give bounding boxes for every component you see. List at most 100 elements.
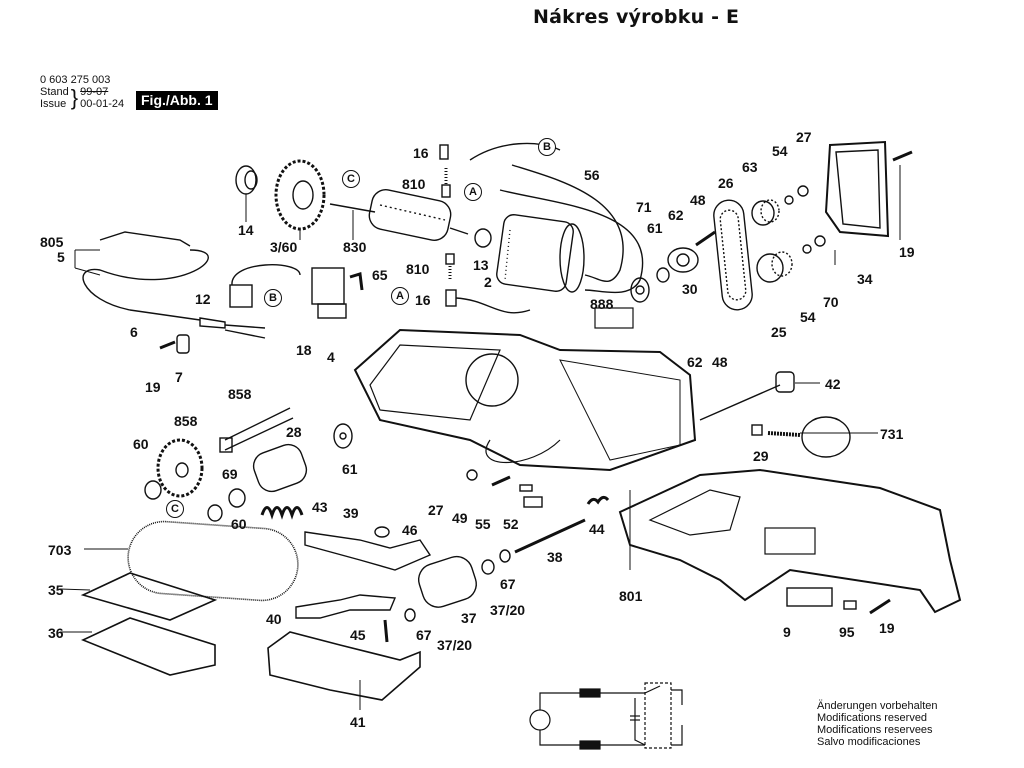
callout-70: 70 (823, 294, 839, 310)
bevel-gear-858 (156, 438, 204, 498)
callout-16b: 16 (415, 292, 431, 308)
cable-56 (511, 164, 624, 282)
document-meta: 0 603 275 003 Stand Issue } 99-07 00-01-… (40, 74, 124, 110)
knob-42 (775, 371, 795, 393)
bevel-gear (274, 159, 326, 231)
nut-29 (751, 424, 763, 436)
spring-43 (260, 506, 304, 520)
callout-731: 731 (880, 426, 904, 442)
washer-54 (784, 195, 794, 205)
motor-housing (353, 307, 697, 472)
note-line-de: Änderungen vorbehalten (817, 700, 938, 712)
field-stator (474, 214, 585, 293)
connector-marker-a2: A (391, 287, 409, 305)
callout-45: 45 (350, 627, 366, 643)
callout-30: 30 (682, 281, 698, 297)
callout-60b: 60 (231, 516, 247, 532)
cable-clamp (176, 334, 190, 354)
screw-48 (695, 230, 716, 247)
callout-29: 29 (753, 448, 769, 464)
callout-37-20: 37/20 (437, 637, 473, 653)
block-52 (523, 496, 543, 508)
callout-95: 95 (839, 624, 855, 640)
callout-36: 36 (48, 625, 64, 641)
callout-67: 67 (416, 627, 432, 643)
callout-810b: 810 (406, 261, 430, 277)
switch-4 (311, 267, 347, 319)
modifications-note: Änderungen vorbehalten Modifications res… (817, 700, 937, 748)
bearing-60 (144, 480, 162, 500)
lever-39 (304, 531, 432, 571)
stand-label: Stand (40, 86, 69, 98)
bearing-37-20 (481, 559, 495, 575)
sanding-belt (127, 520, 299, 602)
callout-830: 830 (343, 239, 367, 255)
callout-49: 49 (452, 510, 468, 526)
issue-value: 00-01-24 (80, 98, 125, 110)
callout-805: 805 (40, 234, 64, 250)
toothed-belt (713, 199, 753, 311)
callout-42: 42 (825, 376, 841, 392)
page-title: Nákres výrobku - E (533, 6, 740, 28)
callout-5: 5 (57, 249, 65, 265)
lever-40 (295, 594, 397, 619)
carbon-brush-810a (441, 168, 451, 198)
flange-62 (667, 247, 699, 273)
callout-62b: 62 (687, 354, 703, 370)
callout-48: 48 (690, 192, 706, 208)
connector-marker-c2: C (166, 500, 184, 518)
callout-18: 18 (296, 342, 312, 358)
carbon-brush-16a (439, 144, 449, 160)
drive-roller-28 (252, 443, 308, 493)
idler-roller-37 (417, 555, 477, 608)
callout-801: 801 (619, 588, 643, 604)
callout-60: 60 (133, 436, 149, 452)
base-frame-41 (267, 631, 421, 701)
clip-95 (843, 600, 857, 610)
brace-icon: } (70, 85, 79, 110)
belt-cover (824, 140, 890, 238)
callout-9: 9 (783, 624, 791, 640)
callout-35: 35 (48, 582, 64, 598)
bearing-60b (207, 504, 223, 522)
washer-30 (656, 267, 670, 283)
callout-37: 37 (461, 610, 477, 626)
callout-858b: 858 (174, 413, 198, 429)
callout-71: 71 (636, 199, 652, 215)
callout-52: 52 (503, 516, 519, 532)
carbon-brush-810b (445, 253, 455, 280)
nut-27 (797, 185, 809, 197)
armature (329, 189, 469, 241)
cap-46 (374, 526, 390, 538)
label-9 (786, 587, 833, 607)
callout-61: 61 (647, 220, 663, 236)
callout-2: 2 (484, 274, 492, 290)
callout-810: 810 (402, 176, 426, 192)
nut-27b (466, 469, 478, 481)
callout-41: 41 (350, 714, 366, 730)
callout-13: 13 (473, 257, 489, 273)
callout-61b: 61 (342, 461, 358, 477)
callout-63: 63 (742, 159, 758, 175)
note-line-fr: Modifications reservees (817, 724, 933, 736)
note-line-en: Modifications reserved (817, 712, 928, 724)
leader-lines (59, 165, 901, 710)
callout-69: 69 (222, 466, 238, 482)
callout-27b: 27 (428, 502, 444, 518)
callout-65: 65 (372, 267, 388, 283)
callout-14: 14 (238, 222, 254, 238)
callout-54: 54 (772, 143, 788, 159)
callout-40: 40 (266, 611, 282, 627)
callout-55: 55 (475, 516, 491, 532)
screw-19b (159, 340, 176, 350)
cable-71 (499, 189, 644, 294)
spring-44 (586, 495, 610, 505)
shaft-858 (219, 407, 294, 453)
callout-25: 25 (771, 324, 787, 340)
callout-34: 34 (857, 271, 873, 287)
callout-6: 6 (130, 324, 138, 340)
callout-26: 26 (718, 175, 734, 191)
tension-knob-731 (767, 416, 851, 458)
base-plate-36 (80, 617, 216, 676)
